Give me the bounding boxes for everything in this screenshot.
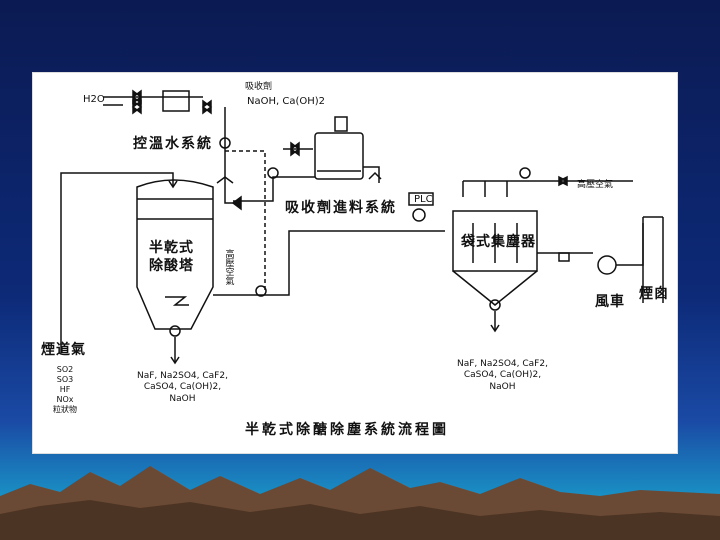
flue-component: HF	[59, 385, 71, 394]
stack-label: 煙囪	[639, 286, 669, 302]
process-flow-diagram	[60, 89, 664, 365]
absorbent-feed-system-label: 吸收劑進料系統	[285, 200, 397, 216]
water-label: H2O	[83, 94, 105, 105]
flue-gas-label: 煙道氣	[41, 342, 86, 358]
diagram-title: 半乾式除醣除塵系統流程圖	[245, 422, 449, 438]
fan-label: 風車	[595, 294, 625, 310]
left-output-chem: NaF, Na2SO4, CaF2, CaSO4, Ca(OH)2, NaOH	[137, 371, 228, 405]
baghouse-label: 袋式集塵器	[461, 234, 536, 250]
output-line: CaSO4, Ca(OH)2,	[463, 370, 542, 381]
semi-dry-label-2: 除酸塔	[149, 258, 194, 274]
plc-label: PLC	[414, 194, 433, 205]
flue-component: SO2	[56, 365, 74, 374]
output-line: CaSO4, Ca(OH)2,	[143, 382, 222, 393]
absorbent-label: 吸收劑	[245, 82, 273, 92]
hp-air-vertical-label: 高壓空氣	[223, 249, 234, 285]
output-line: NaF, Na2SO4, CaF2,	[137, 371, 228, 381]
flue-component: NOx	[56, 395, 74, 404]
hp-air-right-label: 高壓空氣	[577, 180, 614, 190]
output-line: NaOH	[489, 381, 516, 392]
right-output-chem: NaF, Na2SO4, CaF2, CaSO4, Ca(OH)2, NaOH	[457, 359, 548, 393]
mountain-silhouette	[0, 466, 720, 540]
flue-gas-components: SO2 SO3 HF NOx 粒狀物	[53, 365, 77, 415]
flue-component: 粒狀物	[53, 405, 77, 414]
temp-water-system-label: 控溫水系統	[133, 136, 213, 152]
output-line: NaF, Na2SO4, CaF2,	[457, 359, 548, 369]
absorbent-chem-label: NaOH, Ca(OH)2	[247, 96, 326, 107]
semi-dry-label-1: 半乾式	[149, 240, 194, 256]
output-line: NaOH	[169, 393, 196, 404]
diagram-panel: H2O 吸收劑 NaOH, Ca(OH)2 控溫水系統 吸收劑進料系統 半乾式 …	[32, 72, 678, 454]
flue-component: SO3	[56, 375, 74, 384]
